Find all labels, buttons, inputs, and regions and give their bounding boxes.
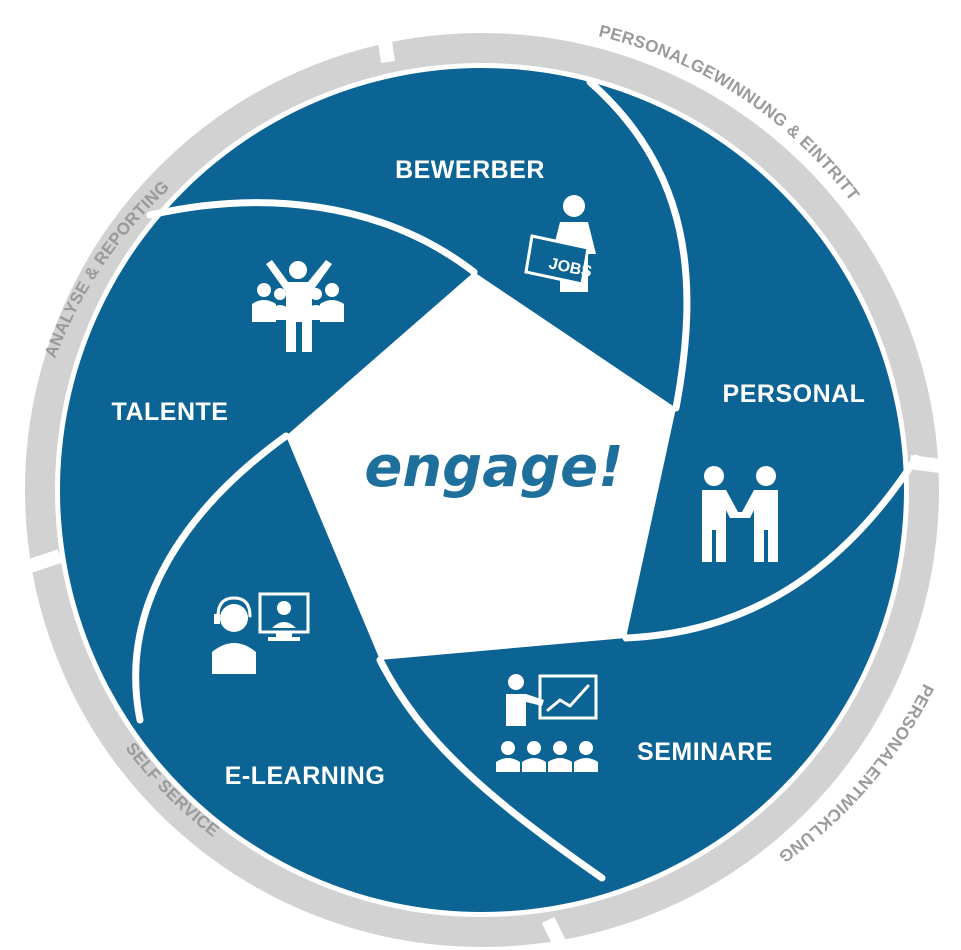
segment-label-talente: TALENTE xyxy=(112,398,229,426)
segment-label-bewerber: BEWERBER xyxy=(395,156,545,184)
center-pentagon xyxy=(286,272,676,660)
ring-divider xyxy=(909,455,956,475)
segment-label-elearning: E-LEARNING xyxy=(225,762,386,790)
separator-talente-elearning xyxy=(132,432,290,724)
ring-divider xyxy=(15,549,63,577)
separator-personal-bewerber xyxy=(586,78,691,412)
center-title: engage! xyxy=(364,435,623,500)
separator-elearning-seminare xyxy=(376,656,606,882)
segment-label-personal: PERSONAL xyxy=(723,380,866,408)
cheering-group-icon xyxy=(252,260,344,352)
video-conference-icon xyxy=(212,592,310,674)
outer-ring-band xyxy=(25,33,939,947)
presentation-audience-icon xyxy=(496,674,598,772)
jobs-newspaper-person-icon: JOBS xyxy=(524,195,596,292)
handshake-icon xyxy=(702,466,778,562)
separator-bewerber-talente xyxy=(146,199,478,276)
ring-divider xyxy=(373,6,395,64)
segment-label-seminare: SEMINARE xyxy=(637,738,773,766)
segment-separators xyxy=(132,78,920,882)
separator-seminare-personal xyxy=(622,454,920,642)
outer-ring xyxy=(15,6,956,950)
ring-divider xyxy=(541,916,569,950)
